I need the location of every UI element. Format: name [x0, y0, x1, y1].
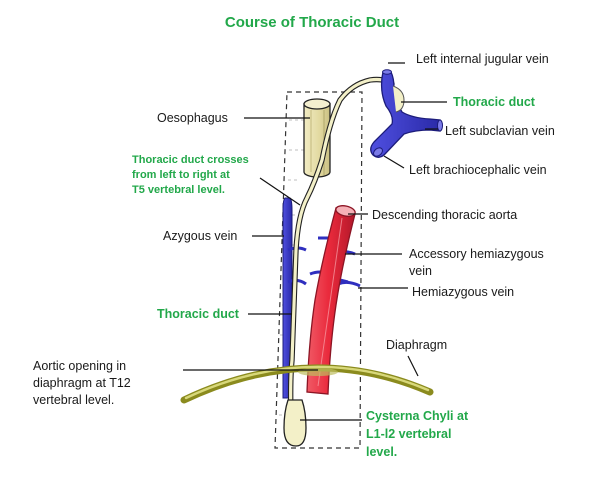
- label-thoracic-duct-mid: Thoracic duct: [157, 307, 240, 321]
- thoracic-duct-shape: [287, 76, 395, 419]
- label-crosses-line1: Thoracic duct crosses: [132, 154, 249, 166]
- label-hemiazygous-vein: Hemiazygous vein: [412, 285, 514, 299]
- label-aortic-opening-line1: Aortic opening in: [33, 359, 126, 373]
- label-left-brachiocephalic-vein: Left brachiocephalic vein: [409, 163, 547, 177]
- label-aortic-opening-line3: vertebral level.: [33, 393, 114, 407]
- cysterna-chyli-shape: [283, 399, 307, 447]
- label-accessory-hemiazygous-line2: vein: [409, 264, 432, 278]
- left-veins-shape: [370, 69, 443, 158]
- label-diaphragm: Diaphragm: [386, 338, 447, 352]
- label-crosses-line2: from left to right at: [132, 169, 230, 181]
- diagram-title: Course of Thoracic Duct: [225, 14, 399, 31]
- label-aortic-opening-line2: diaphragm at T12: [33, 376, 131, 390]
- label-left-subclavian-vein: Left subclavian vein: [445, 124, 555, 138]
- leader-lines: [183, 62, 447, 421]
- label-descending-thoracic-aorta: Descending thoracic aorta: [372, 208, 517, 222]
- label-left-internal-jugular-vein: Left internal jugular vein: [416, 52, 549, 66]
- label-accessory-hemiazygous-line1: Accessory hemiazygous: [409, 247, 544, 261]
- label-cysterna-line3: level.: [366, 445, 397, 459]
- label-azygous-vein: Azygous vein: [163, 229, 237, 243]
- label-thoracic-duct-top: Thoracic duct: [453, 95, 536, 109]
- label-crosses-line3: T5 vertebral level.: [132, 184, 225, 196]
- label-cysterna-line2: L1-l2 vertebral: [366, 427, 451, 441]
- label-cysterna-line1: Cysterna Chyli at: [366, 409, 469, 423]
- label-oesophagus: Oesophagus: [157, 111, 228, 125]
